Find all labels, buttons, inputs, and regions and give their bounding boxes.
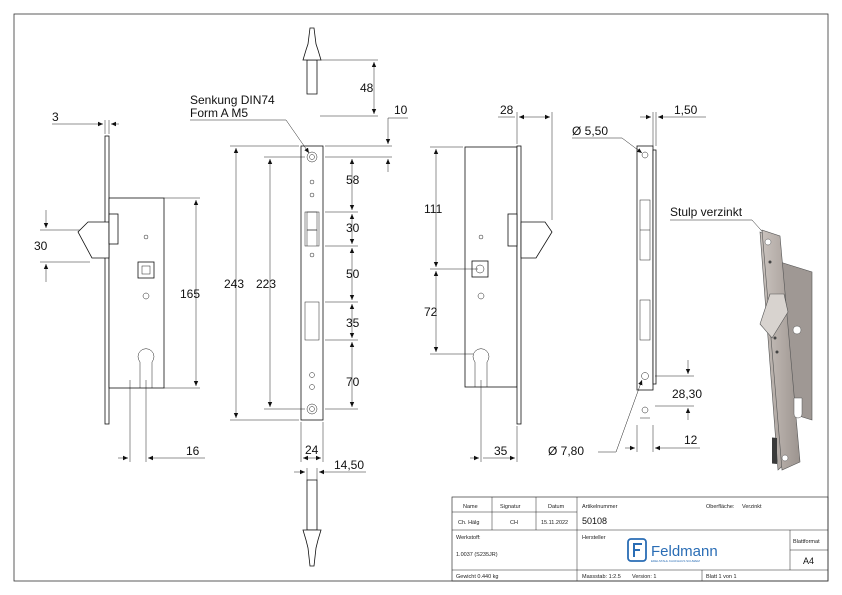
dim-35b: 35 [494,444,508,458]
dim-5-50: Ø 5,50 [572,124,608,138]
screw-hole [143,234,149,240]
tb-hersteller-label: Hersteller [582,535,606,541]
tb-signatur: CH [510,520,518,526]
logo-subtext: EDELSTAHL KAUFHAUS SCHWEIZ [651,559,700,563]
logo-text: Feldmann [651,543,718,560]
dim-10: 10 [394,103,408,117]
title-block: Name Signatur Datum Ch. Hälg CH 15.11.20… [451,496,829,582]
dim-28: 28 [500,103,514,117]
tb-massstab: Massstab: 1:2.5 [582,574,621,580]
tb-blattformat-label: Blattformat [793,539,820,545]
dim-243: 243 [224,277,244,291]
front-view: 48 10 58 30 50 35 70 243 223 24 [190,27,408,567]
dim-1-50: 1,50 [674,103,698,117]
edge-plate [636,145,654,391]
rear-view: 28 111 72 35 [424,103,553,462]
note-stulp: Stulp verzinkt [670,205,743,219]
screw-hole [309,179,315,185]
tb-werkstoff-label: Werkstoff: [456,535,481,541]
tb-oberflaeche: Verzinkt [742,504,762,510]
dim-165: 165 [180,287,200,301]
tb-blatt: Blatt 1 von 1 [706,574,737,580]
note-senkung-1: Senkung DIN74 [190,93,275,107]
note-senkung-2: Form A M5 [190,106,248,120]
dim-70: 70 [346,375,360,389]
faceplate-edge [104,135,110,425]
side-view: 3 30 165 16 [34,110,205,462]
feldmann-logo: Feldmann EDELSTAHL KAUFHAUS SCHWEIZ [627,538,718,563]
tb-artikel: 50108 [582,516,607,526]
tb-artikel-label: Artikelnummer [582,504,618,510]
dim-58: 58 [346,173,360,187]
dim-7-80: Ø 7,80 [548,444,584,458]
tb-oberflaeche-label: Oberfläche: [706,504,735,510]
dim-72: 72 [424,305,438,319]
cylinder-cutout [137,348,155,388]
dim-48: 48 [360,81,374,95]
tb-gewicht: Gewicht 0.440 kg [456,574,499,580]
top-pin [306,59,318,95]
render-latch [759,293,789,339]
tb-version: Version: 1 [632,574,656,580]
edge-view: 1,50 Ø 5,50 28,30 12 Ø 7,80 [548,103,706,458]
tb-name: Ch. Hälg [458,520,479,526]
tb-h-name: Name [463,504,478,510]
dim-3: 3 [52,110,59,124]
tb-h-datum: Datum [548,504,565,510]
dim-16: 16 [186,444,200,458]
rear-latch [520,221,553,259]
dim-14-50: 14,50 [334,458,364,472]
tb-datum: 15.11.2022 [541,520,568,526]
dim-24: 24 [305,443,319,457]
tb-werkstoff: 1.0037 (S235JR) [456,552,498,558]
dim-30b: 30 [346,221,360,235]
sheet-border [13,13,829,582]
dim-30: 30 [34,239,48,253]
tb-blattformat: A4 [803,556,814,566]
screw-hole [142,292,150,300]
dim-12: 12 [684,433,698,447]
dim-35: 35 [346,316,360,330]
lock-3d-render: Stulp verzinkt [670,205,813,471]
dim-111: 111 [424,202,443,216]
dim-223: 223 [256,277,276,291]
countersunk-hole [306,151,318,163]
dim-50: 50 [346,267,360,281]
dim-28-30: 28,30 [672,387,702,401]
bottom-pin [306,479,318,531]
render-faceplate [761,229,801,471]
tb-h-signatur: Signatur [500,504,521,510]
spindle-hub [137,261,155,279]
faceplate [300,145,324,421]
bolt-opening [304,301,320,341]
latch-slot [108,213,119,245]
latch-bolt [77,221,110,259]
rear-faceplate-edge [516,145,522,425]
